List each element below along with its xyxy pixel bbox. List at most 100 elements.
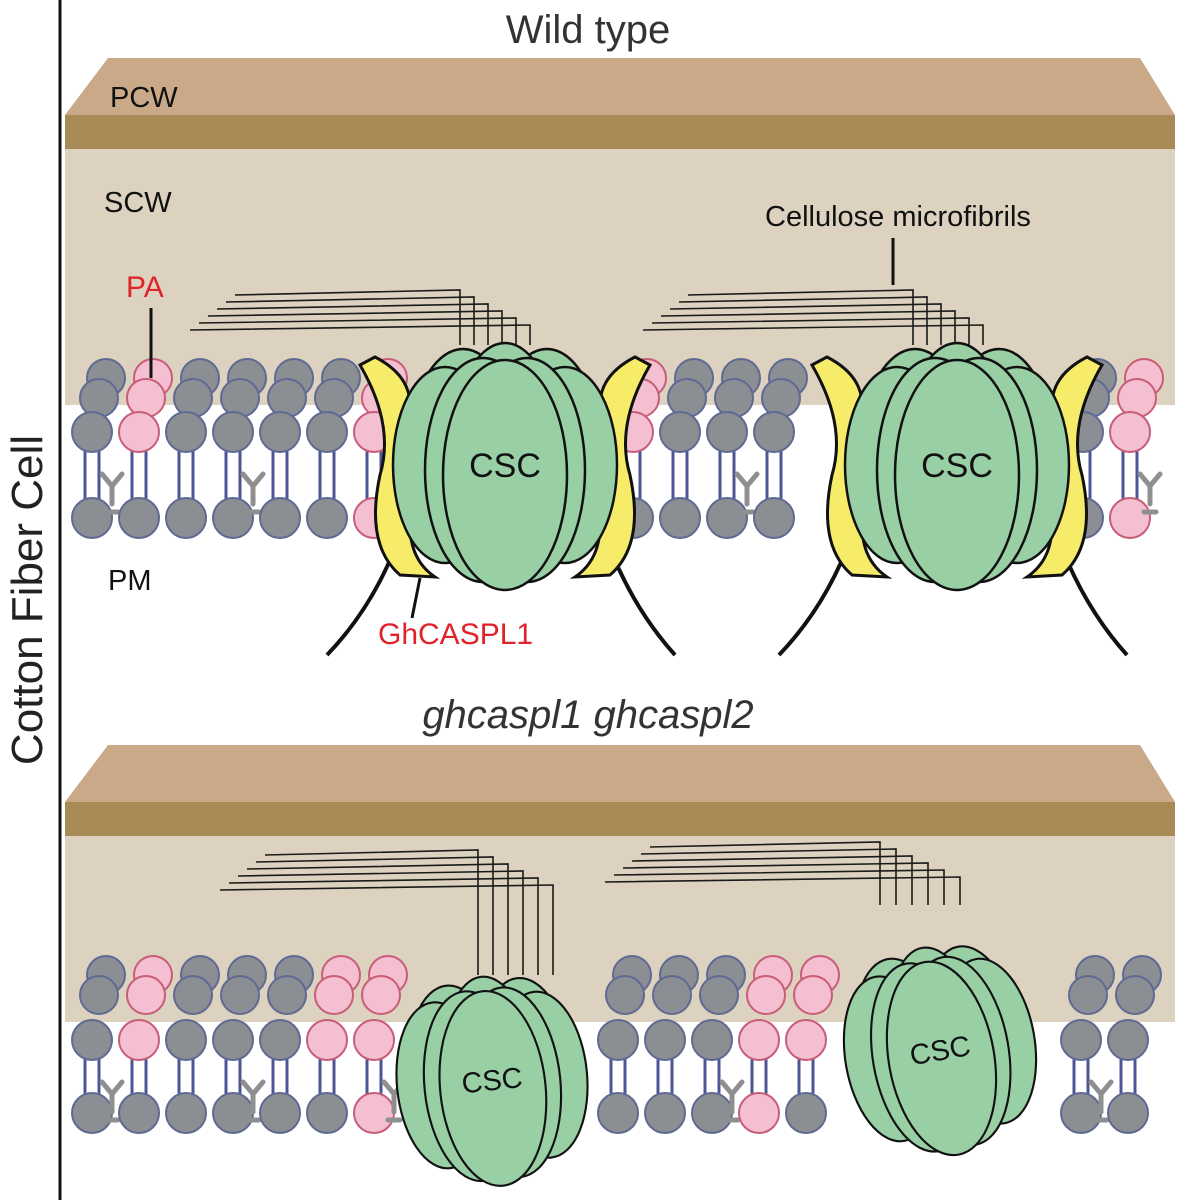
lipid-head-mid-mut xyxy=(220,975,260,1015)
lipid-head-top-mut xyxy=(165,1019,207,1061)
lipid-head-bottom-wt xyxy=(259,497,301,539)
lipid-head-mid-mut xyxy=(126,975,166,1015)
cellulose-microfibril-mut xyxy=(228,877,539,975)
lipid-head-mid-mut xyxy=(699,975,739,1015)
sterol-wt xyxy=(734,471,760,515)
lipid-head-bottom-mut xyxy=(1060,1092,1102,1134)
pm-label: PM xyxy=(108,565,152,597)
csc-label-wt-2: CSC xyxy=(921,447,993,485)
csc-complex-wt-2: CSC xyxy=(777,341,1129,657)
panel-title-mutant: ghcaspl1 ghcaspl2 xyxy=(422,693,753,737)
lipid-head-mid-mut xyxy=(361,975,401,1015)
cellulose-microfibril-wt xyxy=(651,317,970,345)
lipid-head-top-wt xyxy=(1109,411,1151,453)
cellulose-microfibril-mut xyxy=(631,855,913,905)
lipid-head-top-wt xyxy=(165,411,207,453)
csc-complex-mut-2: CSC xyxy=(842,945,1038,1157)
pcw-top-face-mut xyxy=(65,745,1175,802)
cellulose-microfibril-mut xyxy=(649,841,881,905)
lipid-head-top-mut xyxy=(353,1019,395,1061)
cellulose-microfibril-mut xyxy=(237,870,524,975)
panel-title-wild-type: Wild type xyxy=(506,8,671,52)
csc-label-mut-1: CSC xyxy=(460,1062,524,1100)
sterol-mut xyxy=(240,1079,266,1123)
pa-label: PA xyxy=(126,271,164,304)
lipid-head-mid-wt xyxy=(1117,378,1157,418)
lipid-head-mid-wt xyxy=(761,378,801,418)
lipid-head-mid-mut xyxy=(267,975,307,1015)
cellulose-microfibril-wt xyxy=(642,324,984,345)
lipid-head-top-wt xyxy=(306,411,348,453)
lipid-head-bottom-mut xyxy=(597,1092,639,1134)
lipid-head-top-mut xyxy=(597,1019,639,1061)
lipid-head-mid-wt xyxy=(173,378,213,418)
lipid-head-top-mut xyxy=(71,1019,113,1061)
sterol-wt xyxy=(1137,471,1163,515)
pcw-band-wt xyxy=(65,115,1175,149)
scw-label: SCW xyxy=(104,187,172,219)
lipid-head-mid-wt xyxy=(267,378,307,418)
cellulose-microfibril-mut xyxy=(613,869,945,905)
lipid-head-top-mut xyxy=(259,1019,301,1061)
lipid-head-top-wt xyxy=(259,411,301,453)
csc-complex-wt-1: CSC xyxy=(325,341,677,657)
csc-subunit xyxy=(438,990,548,1187)
lipid-head-top-mut xyxy=(306,1019,348,1061)
lipid-head-top-wt xyxy=(71,411,113,453)
lipid-head-mid-mut xyxy=(652,975,692,1015)
lipid-head-mid-wt xyxy=(220,378,260,418)
lipid-head-mid-mut xyxy=(173,975,213,1015)
csc-subunit xyxy=(893,358,1021,592)
sterol-wt xyxy=(99,471,125,515)
lipid-head-top-mut xyxy=(691,1019,733,1061)
ghcaspl1-label: GhCASPL1 xyxy=(378,618,533,651)
lipid-head-mid-wt xyxy=(714,378,754,418)
lipid-head-mid-wt xyxy=(667,378,707,418)
lipid-head-mid-wt xyxy=(126,378,166,418)
lipid-head-top-mut xyxy=(1107,1019,1149,1061)
cellulose-microfibril-mut xyxy=(255,856,494,975)
cellulose-microfibril-mut xyxy=(219,884,554,975)
lipid-head-bottom-mut xyxy=(118,1092,160,1134)
lipid-head-bottom-mut xyxy=(691,1092,733,1134)
cellulose-microfibril-mut xyxy=(622,862,929,905)
cellulose-microfibril-mut xyxy=(640,848,897,905)
lipid-head-bottom-wt xyxy=(659,497,701,539)
lipid-head-bottom-mut xyxy=(259,1092,301,1134)
sterol-mut xyxy=(719,1079,745,1123)
cellulose-microfibrils-label: Cellulose microfibrils xyxy=(765,201,1031,233)
csc-label-wt-1: CSC xyxy=(469,447,541,485)
lipid-head-bottom-mut xyxy=(165,1092,207,1134)
lipid-head-mid-wt xyxy=(314,378,354,418)
sterol-mut xyxy=(1088,1079,1114,1123)
cellulose-microfibril-wt xyxy=(660,310,956,345)
cellulose-microfibril-mut xyxy=(604,876,961,905)
lipid-head-top-mut xyxy=(212,1019,254,1061)
lipid-head-mid-mut xyxy=(793,975,833,1015)
lipid-head-mid-wt xyxy=(79,378,119,418)
lipid-head-top-wt xyxy=(659,411,701,453)
cellulose-microfibril-mut xyxy=(264,849,479,975)
lipid-head-bottom-mut xyxy=(738,1092,780,1134)
lipid-head-top-mut xyxy=(738,1019,780,1061)
sterol-wt xyxy=(240,471,266,515)
lipid-head-mid-mut xyxy=(605,975,645,1015)
cellulose-microfibril-wt xyxy=(189,324,531,345)
lipid-head-bottom-wt xyxy=(118,497,160,539)
lipid-head-bottom-mut xyxy=(644,1092,686,1134)
lipid-head-mid-mut xyxy=(746,975,786,1015)
sterol-mut xyxy=(99,1079,125,1123)
lipid-head-bottom-mut xyxy=(212,1092,254,1134)
cellulose-microfibril-wt xyxy=(678,296,928,345)
lipid-head-bottom-mut xyxy=(1107,1092,1149,1134)
lipid-head-bottom-mut xyxy=(785,1092,827,1134)
pcw-label: PCW xyxy=(110,82,178,114)
pcw-band-mut xyxy=(65,802,1175,836)
lipid-head-top-mut xyxy=(785,1019,827,1061)
lipid-head-top-mut xyxy=(644,1019,686,1061)
lipid-head-mid-mut xyxy=(1068,975,1108,1015)
lipid-head-top-wt xyxy=(706,411,748,453)
lipid-head-bottom-wt xyxy=(1109,497,1151,539)
cellulose-microfibril-wt xyxy=(198,317,517,345)
lipid-head-mid-mut xyxy=(314,975,354,1015)
